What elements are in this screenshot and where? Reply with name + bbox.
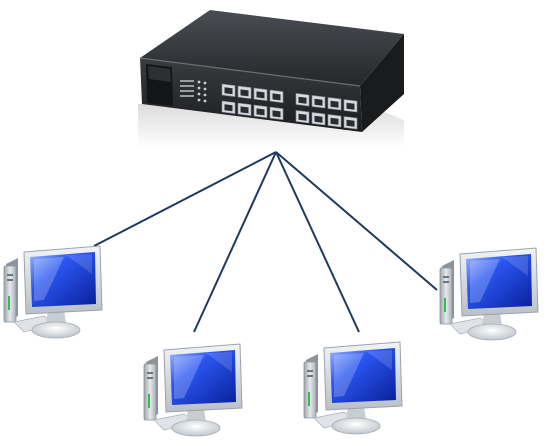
network-switch <box>138 10 404 148</box>
ethernet-port-socket <box>256 91 265 99</box>
computer-4 <box>439 247 539 341</box>
link-computer-1 <box>93 151 277 247</box>
ethernet-port-socket <box>346 102 355 110</box>
link-computer-2 <box>193 151 277 333</box>
ethernet-port-socket <box>224 87 233 95</box>
computer-1 <box>3 245 103 339</box>
link-computer-4 <box>275 151 438 291</box>
link-computer-3 <box>275 151 360 333</box>
computer-icon <box>3 245 103 339</box>
ethernet-port-socket <box>314 115 323 123</box>
ethernet-port-socket <box>272 110 281 118</box>
computer-icon <box>303 341 403 435</box>
network-links <box>93 151 438 333</box>
computer-2 <box>143 343 243 437</box>
computer-3 <box>303 341 403 435</box>
ethernet-port-socket <box>272 93 281 101</box>
ethernet-ports <box>221 83 358 130</box>
ethernet-port-socket <box>240 106 249 114</box>
ethernet-port-socket <box>346 119 355 127</box>
computer-icon <box>143 343 243 437</box>
ethernet-port-socket <box>224 104 233 112</box>
ethernet-port-socket <box>240 89 249 97</box>
ethernet-port-socket <box>298 96 307 104</box>
switch-top-face <box>140 10 404 86</box>
ethernet-port-socket <box>330 100 339 108</box>
ethernet-port-socket <box>256 108 265 116</box>
computer-icon <box>439 247 539 341</box>
ethernet-port-socket <box>314 98 323 106</box>
ethernet-port-socket <box>298 113 307 121</box>
switch-side-face <box>360 34 404 132</box>
status-leds <box>180 80 207 103</box>
ethernet-port-socket <box>330 117 339 125</box>
